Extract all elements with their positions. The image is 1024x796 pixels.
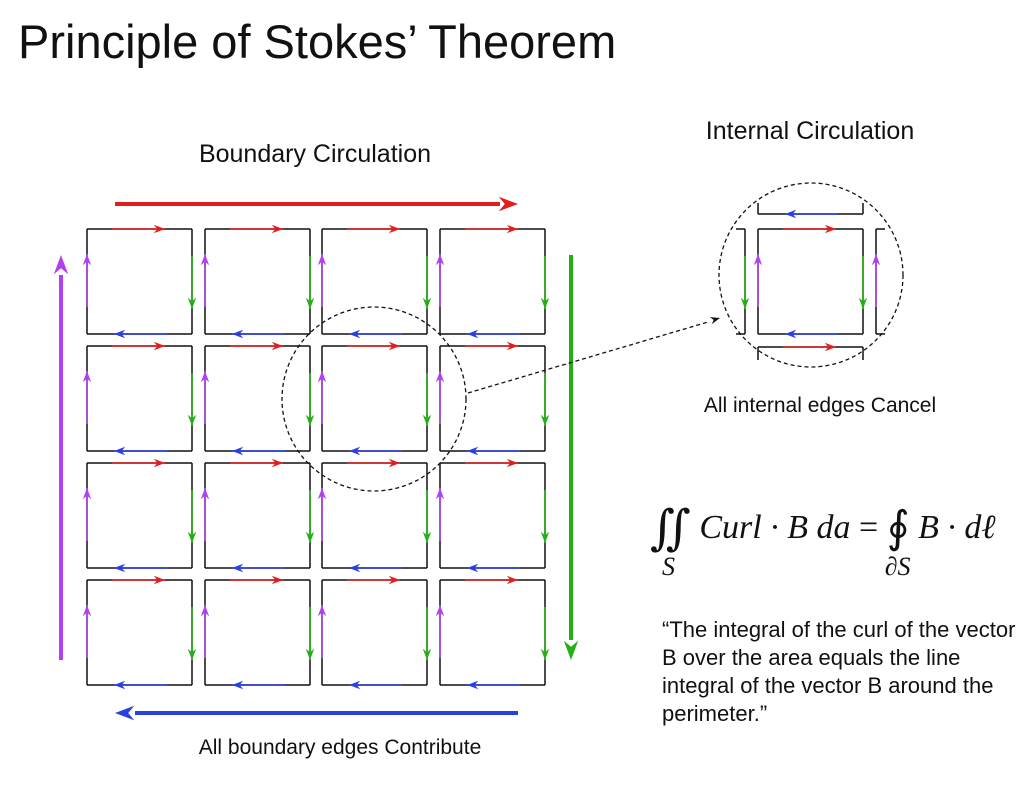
- arrow-right-icon: [506, 341, 518, 351]
- rhs-subscript: ∂S: [884, 552, 911, 581]
- arrow-down-icon: [563, 640, 579, 660]
- arrow-left-icon: [349, 446, 361, 456]
- arrow-left-icon: [232, 446, 244, 456]
- arrow-right-icon: [271, 458, 283, 468]
- boundary-edges-label: All boundary edges Contribute: [198, 736, 482, 759]
- arrow-up-icon: [82, 254, 92, 266]
- arrow-down-icon: [305, 531, 315, 543]
- arrow-up-icon: [200, 371, 210, 383]
- zoom-circle: [281, 306, 467, 492]
- arrow-up-icon: [435, 488, 445, 500]
- arrow-left-icon: [467, 329, 479, 339]
- arrow-down-icon: [422, 297, 432, 309]
- arrow-left-icon: [467, 680, 479, 690]
- arrow-down-icon: [540, 297, 550, 309]
- arrow-up-icon: [317, 254, 327, 266]
- arrow-right-icon: [388, 341, 400, 351]
- arrow-up-icon: [435, 605, 445, 617]
- arrow-right-icon: [271, 575, 283, 585]
- arrow-left-icon: [349, 329, 361, 339]
- arrow-right-icon: [506, 458, 518, 468]
- inset-circle: [718, 182, 904, 368]
- arrow-up-icon: [200, 488, 210, 500]
- arrow-left-icon: [785, 209, 797, 219]
- arrow-down-icon: [540, 531, 550, 543]
- arrow-left-icon: [349, 563, 361, 573]
- quote-text: “The integral of the curl of the vector …: [662, 617, 1016, 726]
- arrow-left-icon: [232, 680, 244, 690]
- arrow-left-icon: [114, 446, 126, 456]
- arrow-down-icon: [858, 297, 868, 309]
- arrow-down-icon: [187, 648, 197, 660]
- double-integral: ∬S: [650, 500, 691, 581]
- arrow-up-icon: [317, 488, 327, 500]
- equals-sign: =: [859, 509, 879, 546]
- arrow-right-icon: [153, 575, 165, 585]
- arrow-left-icon: [467, 446, 479, 456]
- arrow-down-icon: [305, 414, 315, 426]
- arrow-right-icon: [388, 458, 400, 468]
- arrow-down-icon: [422, 414, 432, 426]
- arrow-right-icon: [153, 224, 165, 234]
- arrow-down-icon: [422, 648, 432, 660]
- lhs-body: Curl · B da: [699, 509, 851, 546]
- arrow-left-icon: [114, 563, 126, 573]
- arrow-left-icon: [114, 680, 126, 690]
- arrow-down-icon: [305, 297, 315, 309]
- arrow-right-icon: [388, 224, 400, 234]
- arrow-up-icon: [53, 255, 69, 275]
- stokes-equation: ∬S Curl · B da = ∮∂S B · dℓ: [650, 500, 996, 581]
- arrow-right-icon: [153, 341, 165, 351]
- arrow-up-icon: [200, 254, 210, 266]
- arrow-down-icon: [422, 531, 432, 543]
- arrow-right-icon: [271, 224, 283, 234]
- contour-integral-sign: ∮: [886, 503, 910, 552]
- arrow-up-icon: [82, 488, 92, 500]
- arrow-right-icon: [506, 575, 518, 585]
- arrow-left-icon: [349, 680, 361, 690]
- boundary-circulation-label: Boundary Circulation: [198, 140, 432, 168]
- arrow-up-icon: [82, 371, 92, 383]
- arrow-left-icon: [232, 329, 244, 339]
- arrow-down-icon: [740, 297, 750, 309]
- internal-circulation-label: Internal Circulation: [705, 117, 915, 145]
- arrow-up-icon: [753, 254, 763, 266]
- arrow-left-icon: [467, 563, 479, 573]
- arrow-right-icon: [153, 458, 165, 468]
- arrow-right-icon: [271, 341, 283, 351]
- arrow-right-icon: [824, 342, 836, 352]
- rhs-body: B · dℓ: [918, 509, 996, 546]
- lhs-subscript: S: [662, 552, 675, 581]
- arrow-up-icon: [435, 371, 445, 383]
- arrow-down-icon: [305, 648, 315, 660]
- arrow-down-icon: [187, 414, 197, 426]
- arrow-left-icon: [114, 329, 126, 339]
- pointer-arrowhead: [709, 317, 720, 325]
- arrow-up-icon: [871, 254, 881, 266]
- arrow-up-icon: [317, 371, 327, 383]
- arrow-down-icon: [187, 531, 197, 543]
- arrow-down-icon: [540, 648, 550, 660]
- arrow-up-icon: [435, 254, 445, 266]
- arrow-right-icon: [824, 224, 836, 234]
- arrow-up-icon: [200, 605, 210, 617]
- arrow-right-icon: [388, 575, 400, 585]
- arrow-up-icon: [82, 605, 92, 617]
- arrow-right-icon: [506, 224, 518, 234]
- contour-integral: ∮∂S: [885, 502, 911, 581]
- arrow-left-icon: [232, 563, 244, 573]
- arrow-down-icon: [187, 297, 197, 309]
- arrow-down-icon: [540, 414, 550, 426]
- arrow-right-icon: [498, 196, 518, 212]
- arrow-left-icon: [115, 705, 135, 721]
- double-integral-sign: ∬: [650, 502, 691, 555]
- zoom-pointer: [467, 321, 709, 394]
- page-title: Principle of Stokes’ Theorem: [18, 15, 617, 68]
- arrow-up-icon: [317, 605, 327, 617]
- internal-edges-label: All internal edges Cancel: [703, 394, 937, 417]
- arrow-left-icon: [785, 329, 797, 339]
